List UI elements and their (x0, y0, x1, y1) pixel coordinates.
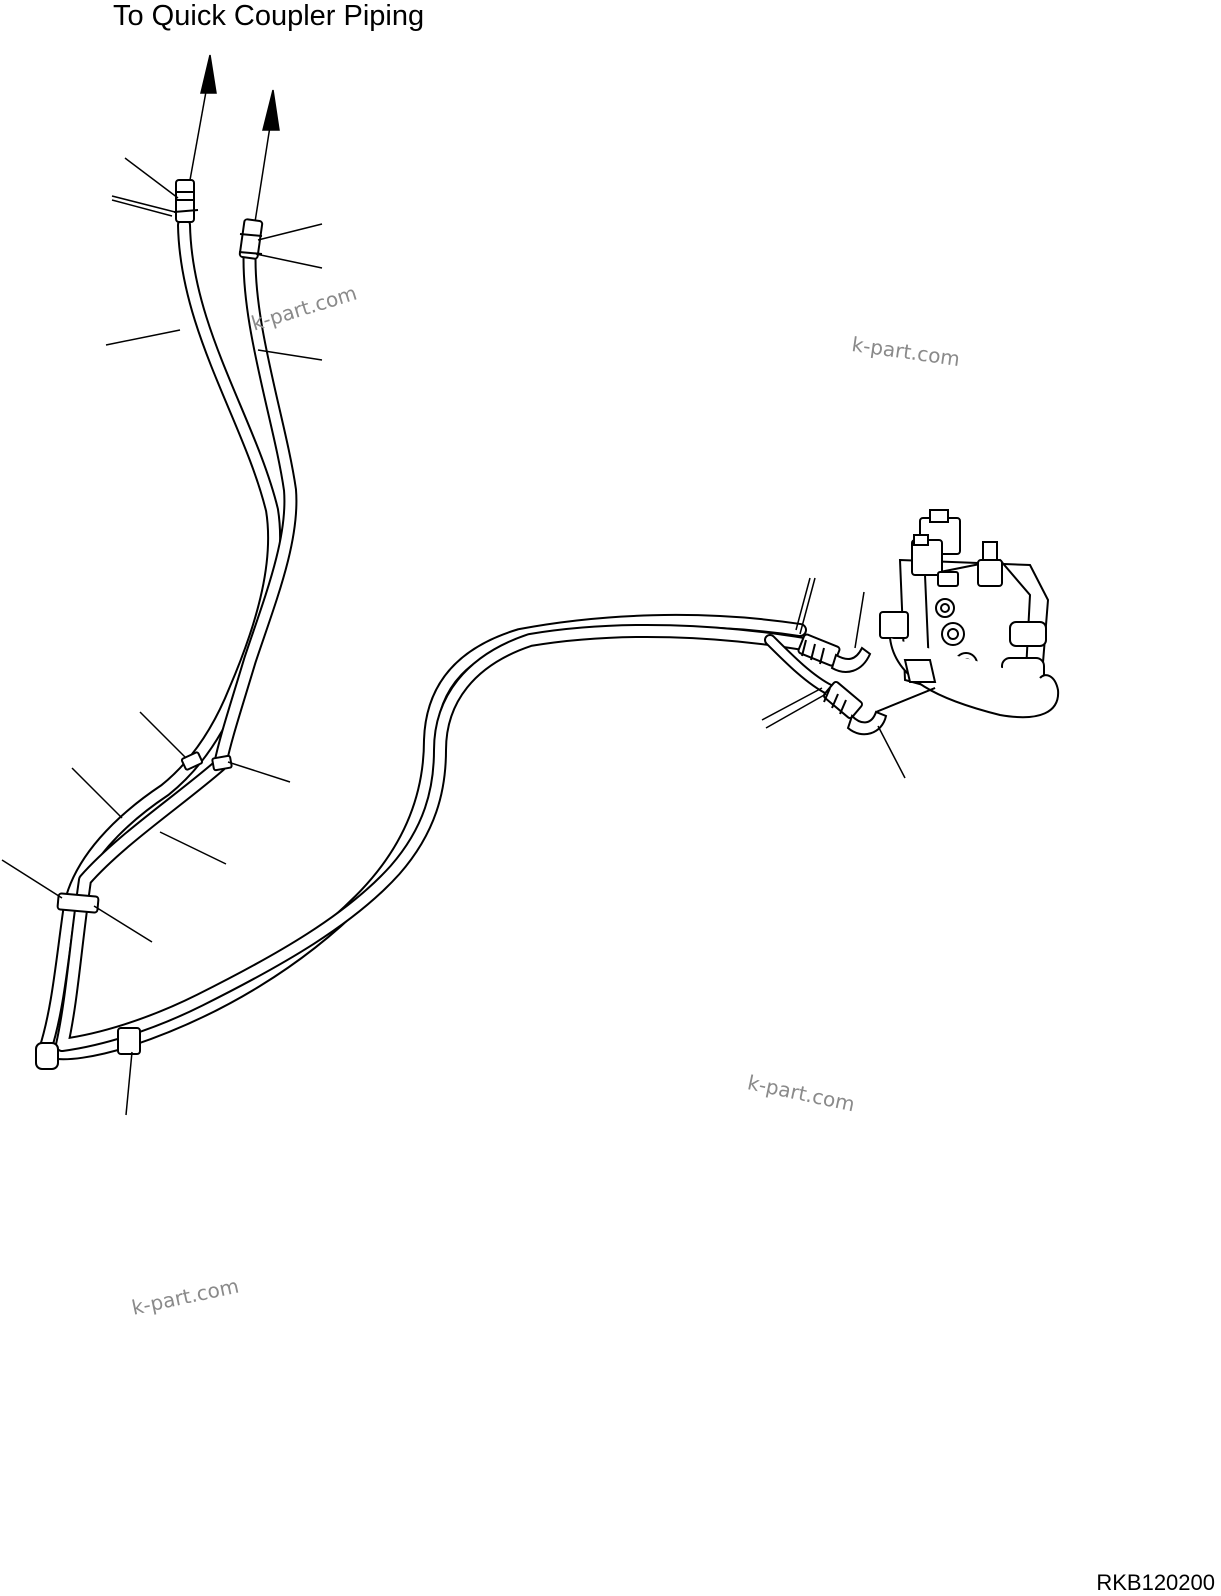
hose-branch-core (766, 636, 834, 694)
clamp-3 (56, 892, 100, 914)
hose-b-outline (55, 238, 817, 1052)
figure-id: RKB120200 (1096, 1570, 1215, 1595)
hose-assembly (38, 218, 836, 1061)
top-stem-body (977, 559, 1003, 587)
solenoid-2-cap (913, 534, 929, 546)
hose-a-core (40, 220, 805, 1059)
hose-clamps (35, 751, 233, 1070)
bolt-plate (937, 571, 959, 587)
arrow-shaft-right (254, 119, 272, 223)
side-valve-1 (1009, 621, 1047, 647)
hose-b-core (57, 240, 815, 1050)
coupler-arrows (189, 54, 280, 223)
clip (903, 659, 937, 683)
arrow-head-left (200, 54, 217, 94)
port-2-inner (947, 628, 959, 640)
arrow-head-right (262, 89, 280, 131)
callout-leaders (1, 157, 936, 1116)
connector (879, 611, 909, 639)
clamp-4 (117, 1027, 141, 1055)
solenoid-1-cap (929, 509, 949, 523)
clamp-1 (180, 751, 204, 771)
elbow-bottom (35, 1042, 59, 1070)
elbow-upper (830, 646, 872, 673)
diagram-title: To Quick Coupler Piping (113, 0, 425, 32)
elbow-lower (846, 710, 888, 736)
valve-fittings (797, 633, 888, 736)
clamp-2 (211, 754, 233, 772)
hose-a-outline (38, 218, 807, 1061)
port-1-inner (940, 603, 950, 613)
control-valve (875, 509, 1060, 719)
